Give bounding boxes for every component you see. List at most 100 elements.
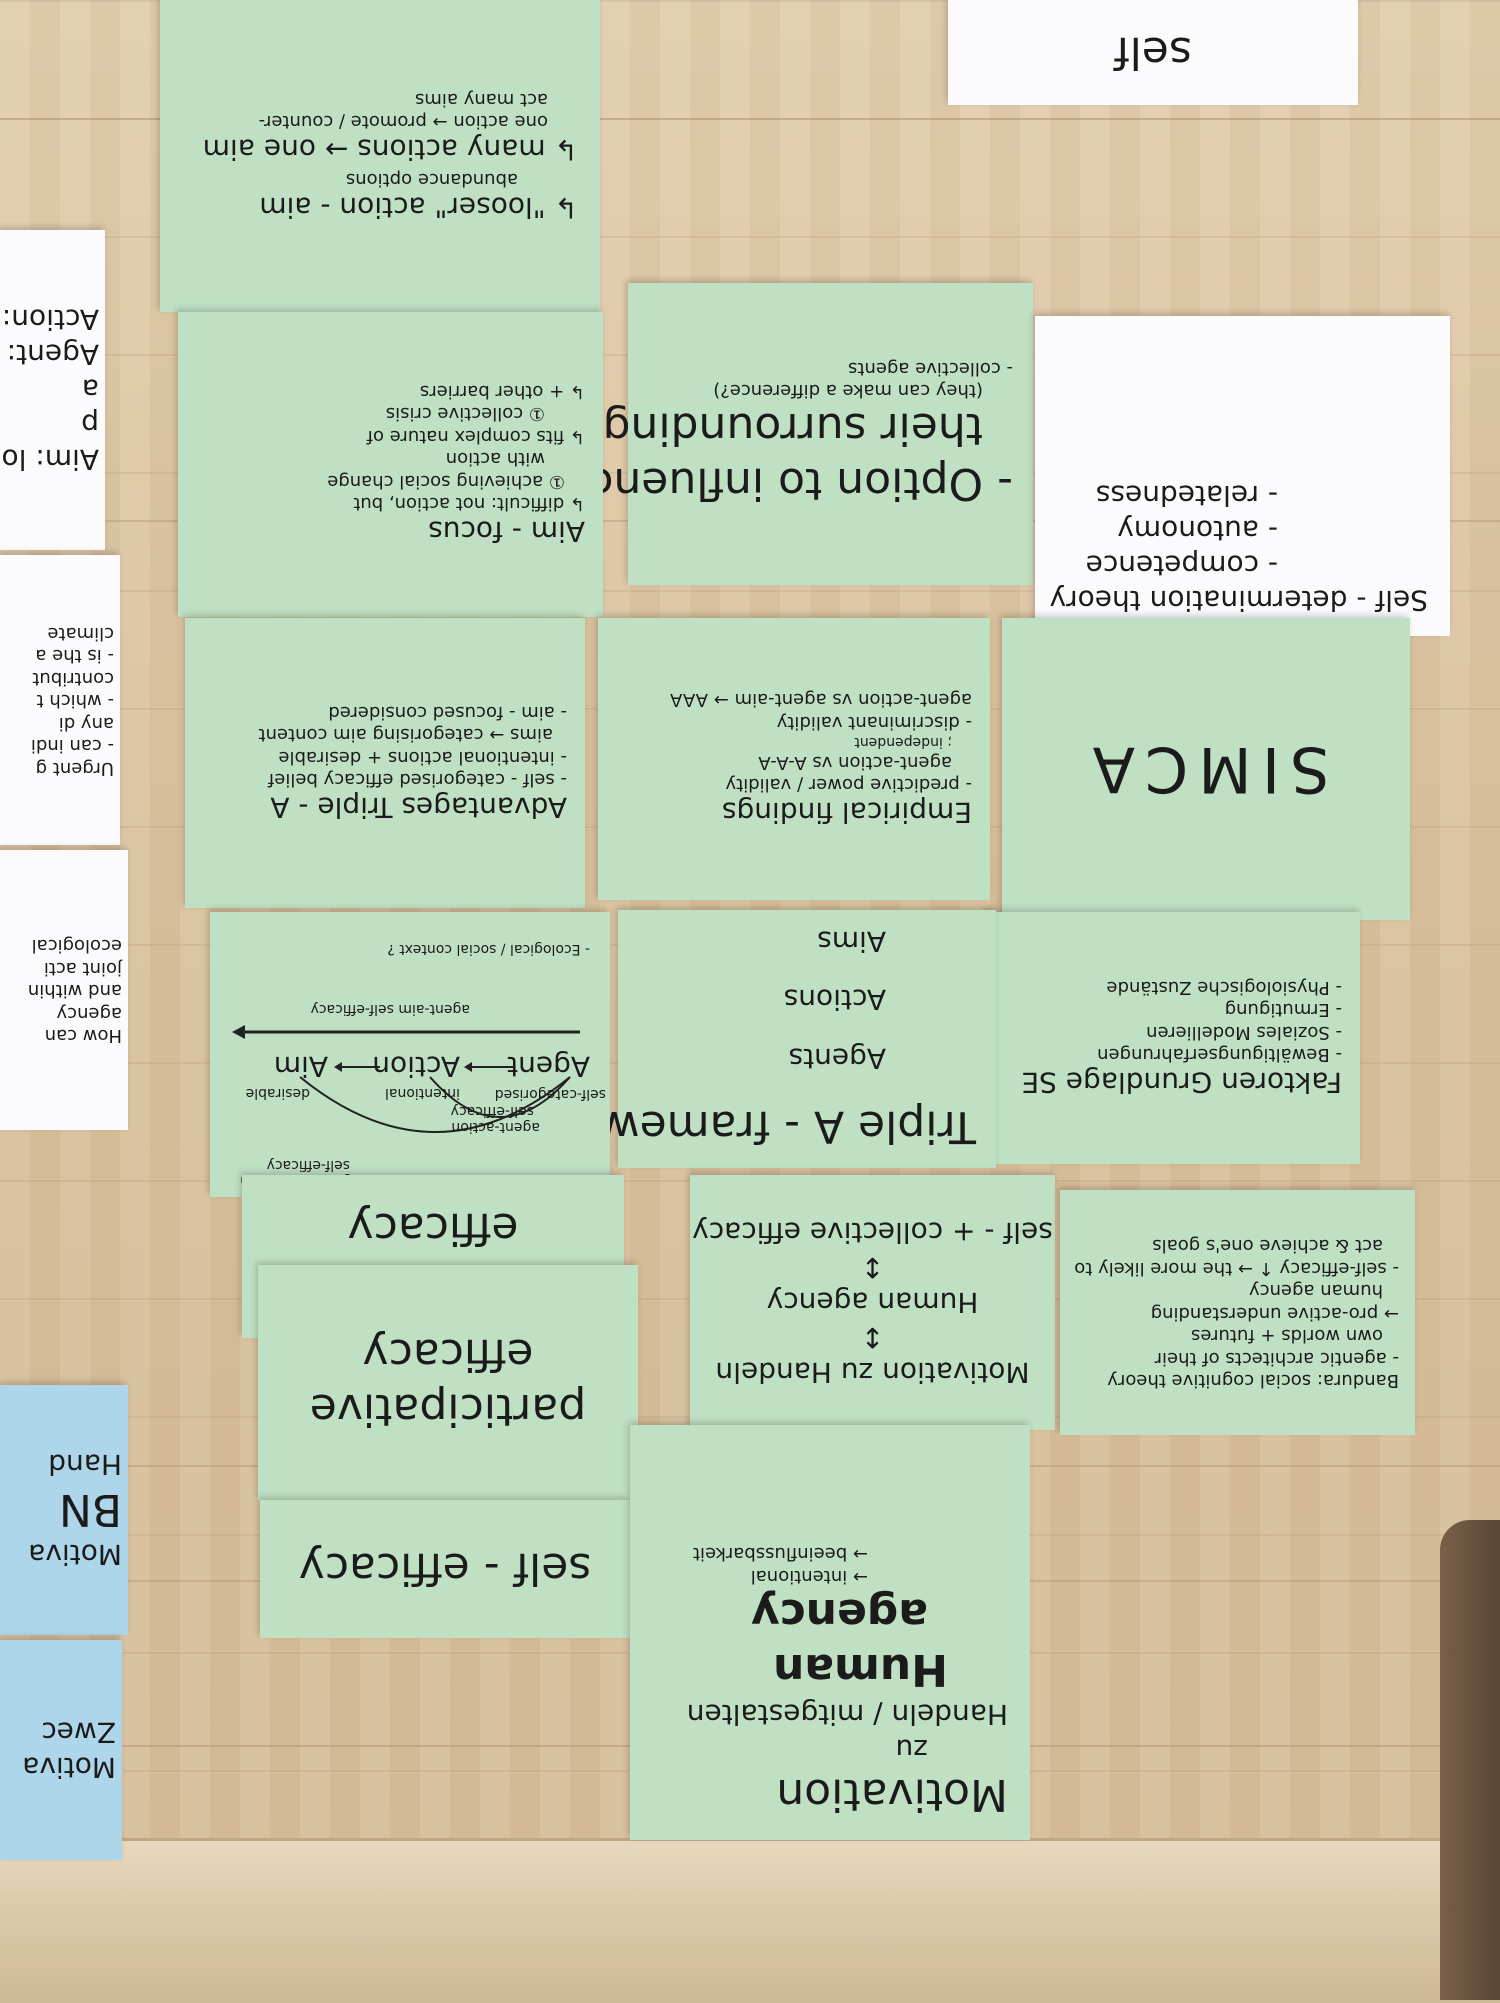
note-line: ↕ xyxy=(860,1251,885,1284)
note-line: - discriminant validity xyxy=(776,711,972,733)
note-card-left-mid: Urgent g - can indi any di - which t con… xyxy=(0,555,120,845)
note-line: - intentional actions + desirable xyxy=(278,747,567,768)
note-card-human-agency: Motivation zu Handeln / mitgestalten Hum… xyxy=(630,1425,1030,1840)
note-line: Aim - focus xyxy=(428,515,585,549)
diagram-note: self-categorised xyxy=(494,1086,606,1102)
note-line: efficacy xyxy=(362,1329,534,1381)
note-line: - relatedness xyxy=(1095,479,1278,512)
note-line: abundance options xyxy=(345,168,518,190)
note-card-left-top: Aim: lo p a Agent: Action: xyxy=(0,230,105,550)
note-line: agency xyxy=(750,1589,928,1640)
note-card-bandura: Bandura: social cognitive theory - agent… xyxy=(1060,1190,1415,1435)
note-line: self xyxy=(1114,27,1192,78)
note-line: ecological xyxy=(31,935,122,957)
note-line: - Physiologische Zustände xyxy=(1106,977,1342,998)
note-line: Bandura: social cognitive theory xyxy=(1107,1370,1399,1392)
note-card-empirical-findings: Empirical findings - predictive power / … xyxy=(598,618,990,900)
note-line: act & achieve one's goals xyxy=(1152,1235,1383,1257)
note-line: ① collective crisis xyxy=(385,403,545,425)
note-card-self-determination-theory: Self - determination theory - competence… xyxy=(1035,316,1450,636)
note-card-left-blue-2: Motiva Zwec xyxy=(0,1640,122,1860)
diagram-agent-label: Agent xyxy=(507,1050,590,1083)
diagram-note: self-efficacy xyxy=(266,1157,350,1173)
note-line: SIMCA xyxy=(1082,732,1330,806)
note-card-looser-action-aim: ↳ "looser" action - aim abundance option… xyxy=(160,0,600,312)
note-card-agent-action-aim-diagram: Agent Action Aim agent-action-aim self-e… xyxy=(210,912,610,1197)
note-line: agency xyxy=(56,1002,123,1024)
note-line: - Bewältigungserfahrungen xyxy=(1097,1044,1342,1066)
diagram-note: - Ecological / social context ? xyxy=(387,941,590,957)
note-line: joint acti xyxy=(43,957,122,979)
diagram-arrows xyxy=(232,1025,580,1133)
note-line: human agency xyxy=(1249,1280,1383,1302)
note-line: act many aims xyxy=(415,88,548,110)
note-line: Action: xyxy=(1,303,99,337)
plank-seam xyxy=(0,118,1500,120)
note-line: ; independent xyxy=(854,734,952,751)
arc-agent-aim xyxy=(299,1076,571,1133)
note-line: - can indi xyxy=(30,735,114,757)
note-line: Human agency xyxy=(766,1286,979,1319)
note-line: How can xyxy=(44,1025,122,1047)
note-card-triple-a-framework: Triple A - framework Agents Actions Aims xyxy=(533,910,996,1168)
note-line: agent-action vs A-A-A xyxy=(758,751,952,773)
note-line: Faktoren Grundlage SE xyxy=(1021,1066,1342,1100)
note-line: ↳ + other barriers xyxy=(419,381,585,402)
note-line: Self - determination theory xyxy=(1049,584,1428,617)
diagram-action-label: Action xyxy=(372,1050,460,1083)
note-line: - aim - focused considered xyxy=(328,702,567,723)
wooden-post xyxy=(1440,1520,1500,2000)
note-line: (they can make a difference?) xyxy=(713,380,983,402)
note-line: p xyxy=(81,408,99,442)
note-card-aim-focus: Aim - focus ↳ difficult: not action, but… xyxy=(178,312,603,617)
note-line: - self-efficacy ↑ → the more likely to xyxy=(1074,1257,1399,1279)
note-line: self - efficacy xyxy=(298,1543,592,1595)
note-line: Motiva xyxy=(22,1751,116,1784)
note-line: Agents xyxy=(788,1041,886,1075)
note-line: a xyxy=(81,373,99,407)
note-line: and within xyxy=(27,980,122,1002)
note-line: own worlds + futures xyxy=(1191,1325,1383,1347)
note-line: self - + collective efficacy xyxy=(692,1216,1053,1249)
arrow-head xyxy=(232,1025,245,1039)
note-line: Agent: xyxy=(6,338,99,372)
note-line: Empirical findings xyxy=(721,796,972,830)
arrow-head xyxy=(464,1062,472,1072)
note-line: → beeinflussbarkeit xyxy=(692,1543,868,1565)
note-line: - predictive power / validity xyxy=(725,774,972,796)
note-card-left-blue-1: Motiva BN Hand xyxy=(0,1385,128,1635)
note-line: ↳ difficult: not action, but xyxy=(353,493,585,515)
note-line: - Soziales Modellieren xyxy=(1146,1022,1342,1043)
note-line: - self - categorised efficacy belief xyxy=(267,769,567,791)
note-line: efficacy xyxy=(347,1203,519,1255)
note-line: - autonomy xyxy=(1117,514,1278,547)
diagram-note: agent-action xyxy=(451,1119,540,1135)
note-line: ↳ "looser" action - aim xyxy=(259,190,578,224)
note-line: Human xyxy=(772,1644,948,1695)
note-line: their surroundings xyxy=(579,403,983,455)
note-line: ↳ fits complex nature of xyxy=(366,426,585,447)
note-line: Zwec xyxy=(41,1716,116,1749)
note-line: Handeln / mitgestalten xyxy=(686,1698,1008,1731)
note-line: Motivation zu Handeln xyxy=(715,1356,1030,1389)
note-line: - Option to influence xyxy=(562,458,1013,510)
note-line: - competence xyxy=(1085,549,1278,582)
note-card-simca: SIMCA xyxy=(1002,618,1410,920)
note-line: → pro-active understanding xyxy=(1150,1302,1399,1324)
note-line: Urgent g xyxy=(35,757,114,779)
note-line: - Ermutigung xyxy=(1224,999,1342,1021)
diagram-note: intentional xyxy=(384,1085,460,1101)
note-line: - is the a xyxy=(35,645,114,667)
note-card-option-to-influence: - Option to influence their surroundings… xyxy=(562,283,1033,585)
diagram-aim-label: Aim xyxy=(273,1050,328,1083)
note-line: Hand xyxy=(48,1448,122,1482)
arrow-head xyxy=(334,1062,342,1072)
note-line: one action → promote / counter- xyxy=(258,111,548,133)
arc-agent-action xyxy=(429,1076,571,1118)
note-line: → intentional xyxy=(750,1566,868,1587)
note-line: ↕ xyxy=(860,1321,885,1354)
note-line: aims → categorising aim content xyxy=(258,724,553,746)
note-line: BN xyxy=(58,1484,122,1536)
note-line: Motivation xyxy=(776,1769,1008,1820)
note-card-participative-efficacy: participative efficacy xyxy=(258,1265,638,1500)
